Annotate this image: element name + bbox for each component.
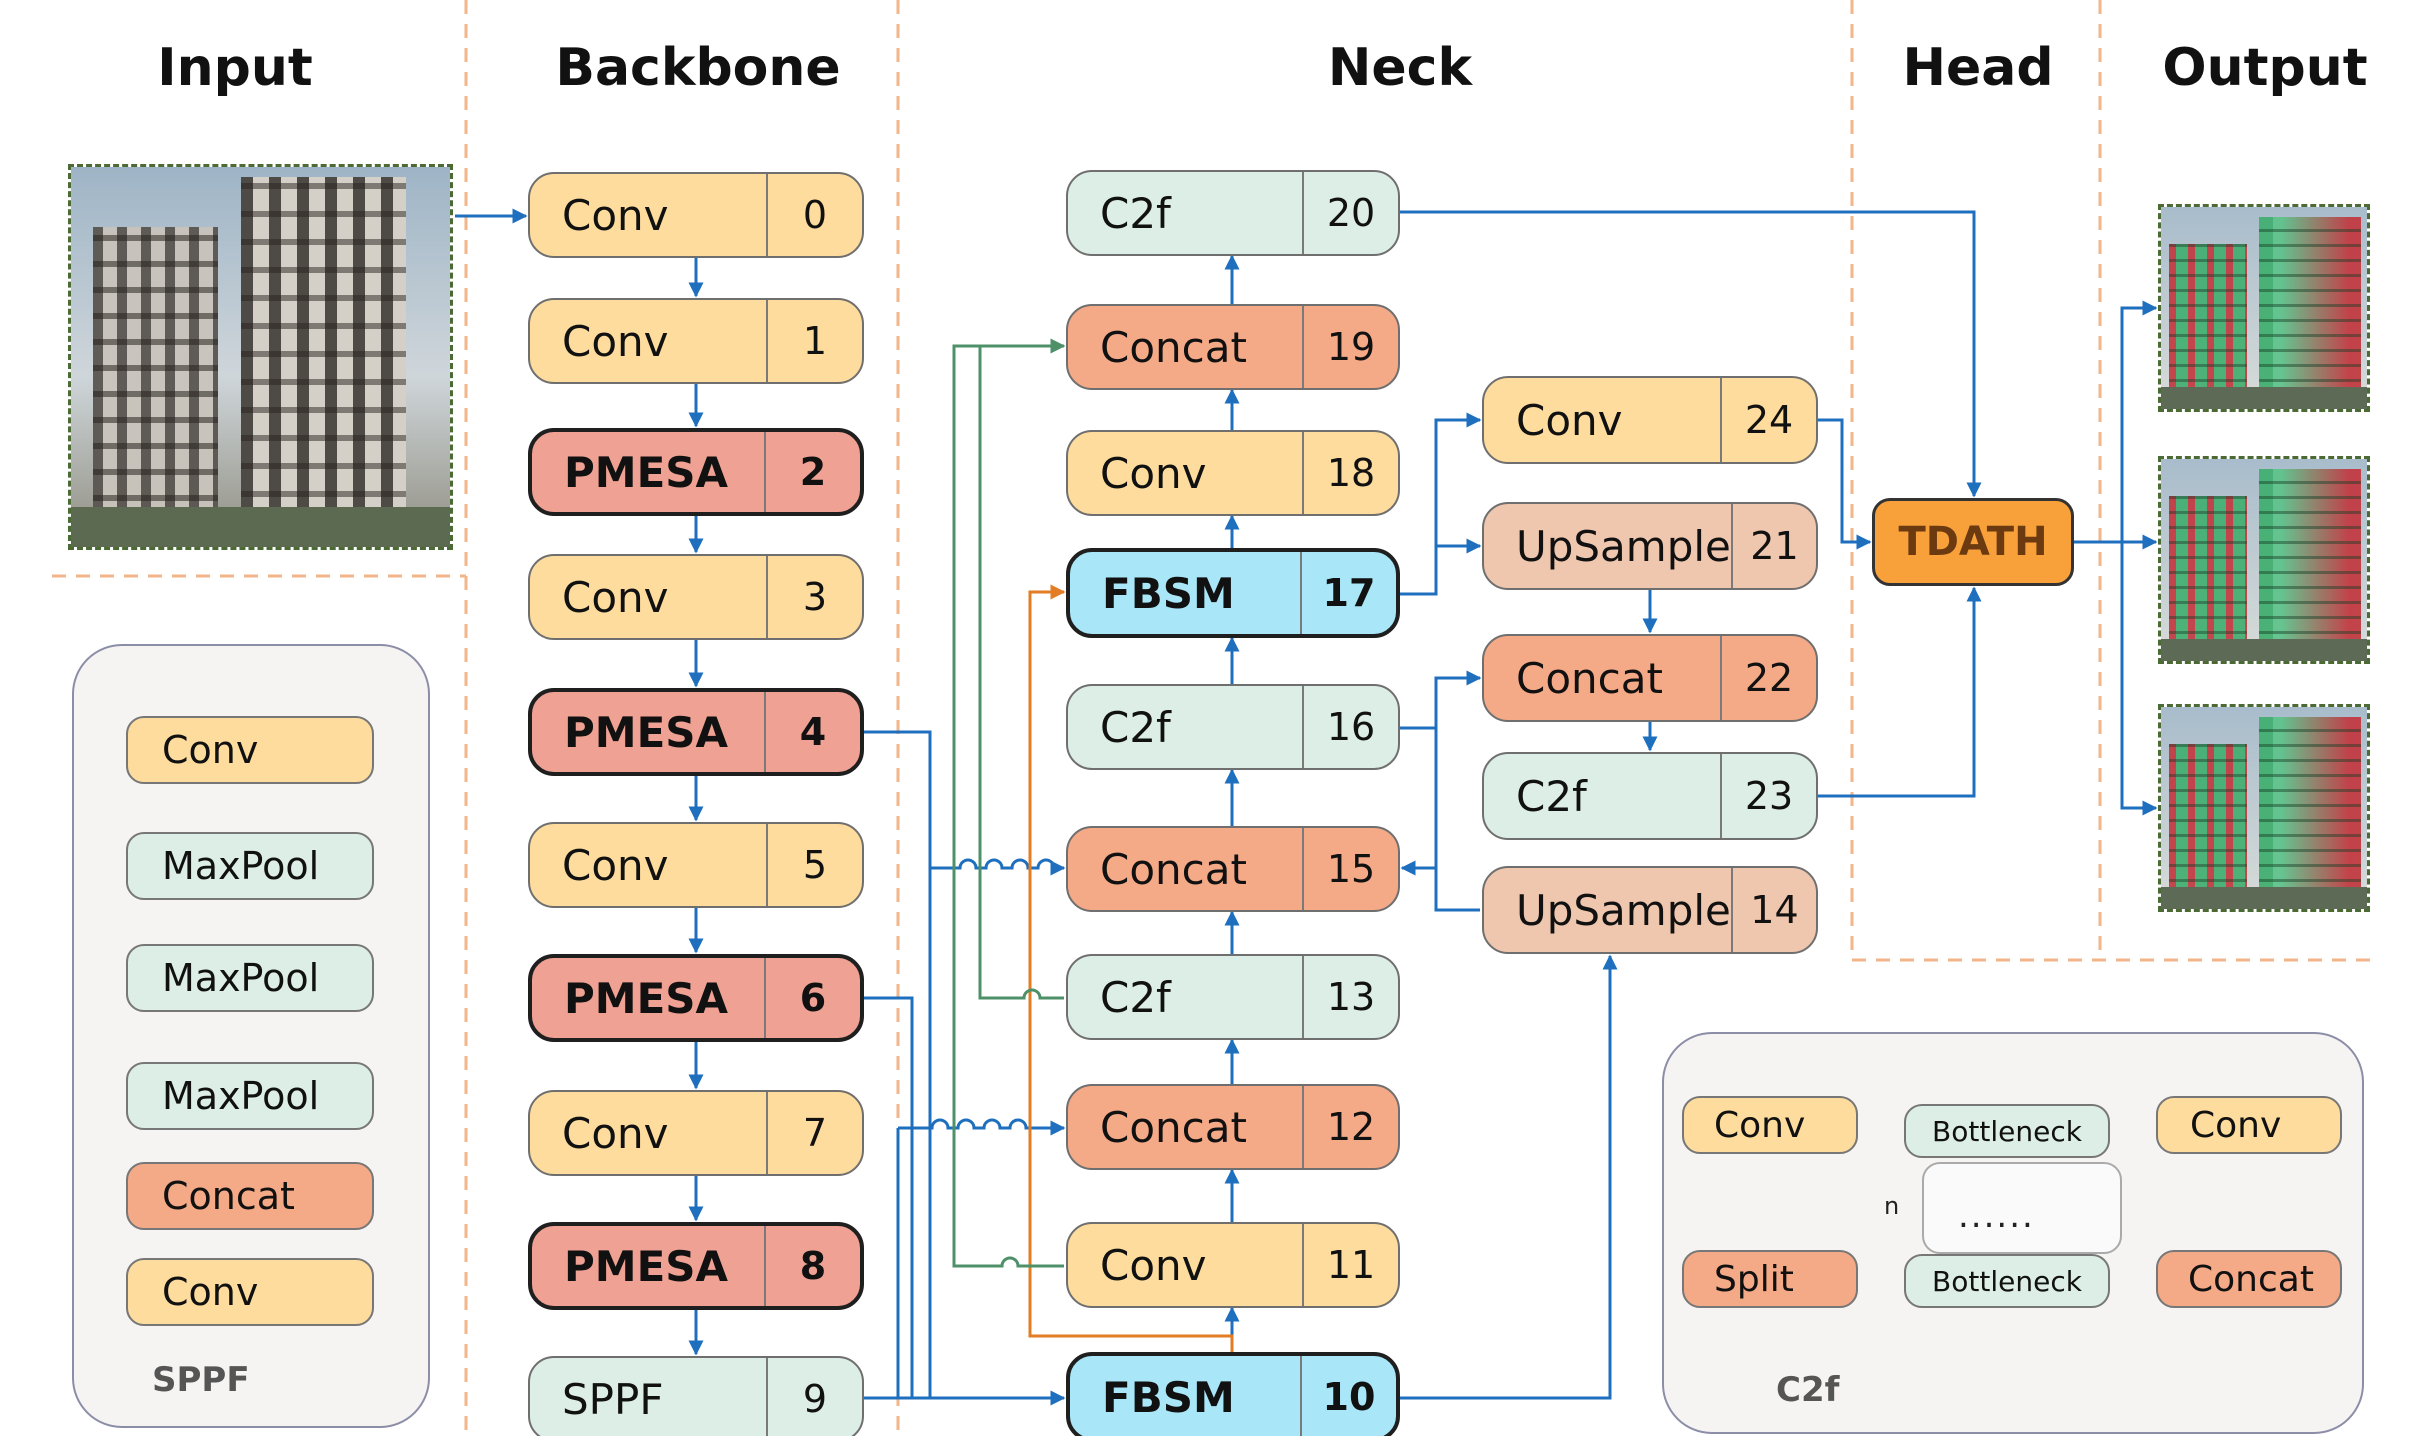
c2f-conv-in: Conv — [1682, 1096, 1858, 1154]
wire-c2f23-to-tdath — [1818, 586, 1982, 798]
c2f-concat: Concat — [2156, 1250, 2342, 1308]
wire-fbsm10-to-upsample14 — [1400, 954, 1618, 1400]
wire-c2f13-to-concat19 — [978, 346, 1064, 1000]
head-title: Head — [1902, 38, 2054, 98]
wire-c2f16-to-concat22 — [1434, 670, 1482, 728]
tdath-head-node: TDATH — [1872, 498, 2074, 586]
wire-upsample14-to-concat15 — [1400, 860, 1480, 912]
wire-pmesa6-down — [864, 996, 914, 1398]
neck-title: Neck — [1327, 38, 1473, 98]
c2f-bottleneck-stack — [1922, 1162, 2122, 1254]
wire-tdath-to-output3 — [2120, 542, 2158, 816]
wire-conv24-to-tdath — [1818, 418, 1872, 550]
wire-conv11-to-concat19 — [952, 338, 1066, 1268]
c2f-bottleneck-top: Bottleneck — [1904, 1104, 2110, 1158]
wire-c2f16-branch — [1400, 726, 1438, 910]
sppf-maxpool-3: MaxPool — [126, 1062, 374, 1130]
sppf-concat: Concat — [126, 1162, 374, 1230]
input-title: Input — [157, 38, 313, 98]
input-image — [68, 164, 453, 550]
output-image-3 — [2158, 704, 2370, 912]
sppf-maxpool-2: MaxPool — [126, 944, 374, 1012]
c2f-split: Split — [1682, 1250, 1858, 1308]
wire-tdath-to-output1 — [2120, 300, 2158, 542]
wire-fbsm17-to-conv24 — [1400, 412, 1482, 596]
sppf-conv-out: Conv — [126, 1258, 374, 1326]
c2f-bottleneck-bottom: Bottleneck — [1904, 1254, 2110, 1308]
wire-pmesa4-down — [864, 730, 932, 1398]
wire-to-concat12 — [898, 1120, 1064, 1128]
sppf-label: SPPF — [152, 1360, 250, 1400]
c2f-label: C2f — [1776, 1370, 1840, 1410]
c2f-conv-out: Conv — [2156, 1096, 2342, 1154]
backbone-title: Backbone — [555, 38, 841, 98]
c2f-n-label: n — [1884, 1192, 1900, 1220]
wire-pmesa4-to-concat15 — [864, 730, 1066, 876]
sppf-conv-in: Conv — [126, 716, 374, 784]
sppf-maxpool-1: MaxPool — [126, 832, 374, 900]
output-title: Output — [2162, 38, 2368, 98]
output-image-2 — [2158, 456, 2370, 664]
output-image-1 — [2158, 204, 2370, 412]
c2f-ellipsis: ...... — [1958, 1196, 2035, 1236]
